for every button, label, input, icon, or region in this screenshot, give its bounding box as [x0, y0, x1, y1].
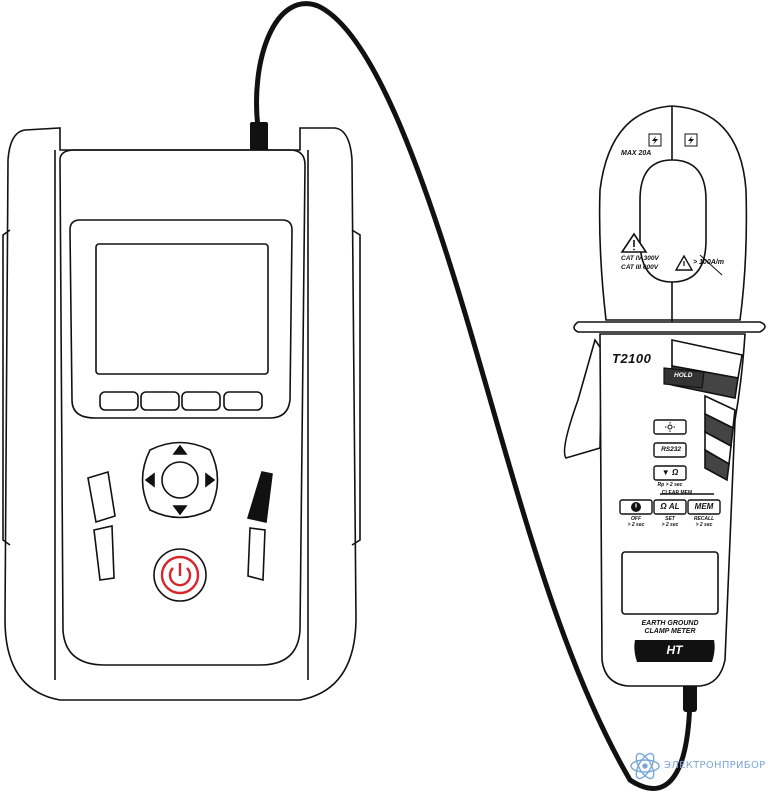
omega-al-sub2: > 2 sec	[661, 522, 679, 528]
backlight-button[interactable]	[653, 419, 687, 435]
navigation-pad[interactable]	[141, 441, 219, 519]
arrow-left-icon[interactable]	[144, 472, 155, 488]
hold-button[interactable]	[663, 367, 705, 389]
right-go-key[interactable]	[246, 471, 273, 523]
power-sub1: OFF	[631, 516, 641, 522]
right-lower-key[interactable]	[247, 527, 266, 582]
clear-mem-label: CLEAR MEM	[661, 490, 693, 496]
omega-al-label: Ω AL	[660, 502, 680, 511]
omega-down-button[interactable]	[653, 465, 687, 481]
lightning-icon	[684, 133, 698, 147]
brand-label: HT	[666, 643, 683, 657]
left-upper-key[interactable]	[87, 470, 116, 524]
arrow-right-icon[interactable]	[205, 472, 216, 488]
omega-al-sub1: SET	[665, 516, 675, 522]
warning-triangle-icon	[620, 232, 648, 253]
test-cable	[254, 1, 693, 791]
cat-rating-line2: CAT III 600V	[621, 264, 659, 271]
field-warning-label: > 100A/m	[693, 259, 724, 266]
warning-triangle-icon	[674, 254, 694, 271]
tester-body	[2, 127, 361, 701]
enter-button[interactable]	[161, 461, 199, 499]
omega-down-sub: Rp > 2 sec	[657, 482, 683, 488]
rs232-button[interactable]	[653, 442, 687, 458]
clamp-trigger[interactable]	[563, 338, 603, 459]
field-strike	[699, 254, 723, 276]
clamp-grip	[671, 339, 743, 482]
device-title-line1: EARTH GROUND	[641, 620, 699, 627]
brand-plate	[634, 640, 715, 662]
mem-button[interactable]	[687, 499, 721, 515]
max-current-label: MAX 20A	[621, 150, 652, 157]
omega-al-button[interactable]	[653, 499, 687, 515]
mem-label: MEM	[694, 502, 714, 511]
cat-rating-line1: CAT IV 300V	[621, 255, 659, 262]
model-label: T2100	[612, 351, 652, 366]
clamp-display	[621, 551, 719, 615]
lightning-icon	[648, 133, 662, 147]
left-lower-key[interactable]	[93, 525, 115, 581]
arrow-up-icon[interactable]	[172, 444, 188, 455]
mem-sub1: RECALL	[693, 516, 715, 522]
clamp-collar	[573, 321, 766, 333]
power-sub2: > 2 sec	[627, 522, 645, 528]
backlight-icon	[665, 422, 675, 432]
clamp-power-icon	[631, 502, 641, 512]
clamp-jaw	[598, 105, 748, 322]
power-button[interactable]	[153, 548, 207, 602]
omega-down-label: ▼ Ω	[661, 468, 679, 477]
arrow-down-icon[interactable]	[172, 505, 188, 516]
watermark-text: ЭЛЕКТРОНПРИБОР	[664, 760, 766, 771]
watermark-logo-icon	[630, 752, 660, 780]
power-icon	[168, 563, 192, 587]
cable-plug	[250, 122, 268, 152]
device-title-line2: CLAMP METER	[644, 628, 696, 635]
rs232-label: RS232	[661, 446, 681, 453]
mem-sub2: > 2 sec	[695, 522, 713, 528]
hold-label: HOLD	[674, 372, 693, 379]
